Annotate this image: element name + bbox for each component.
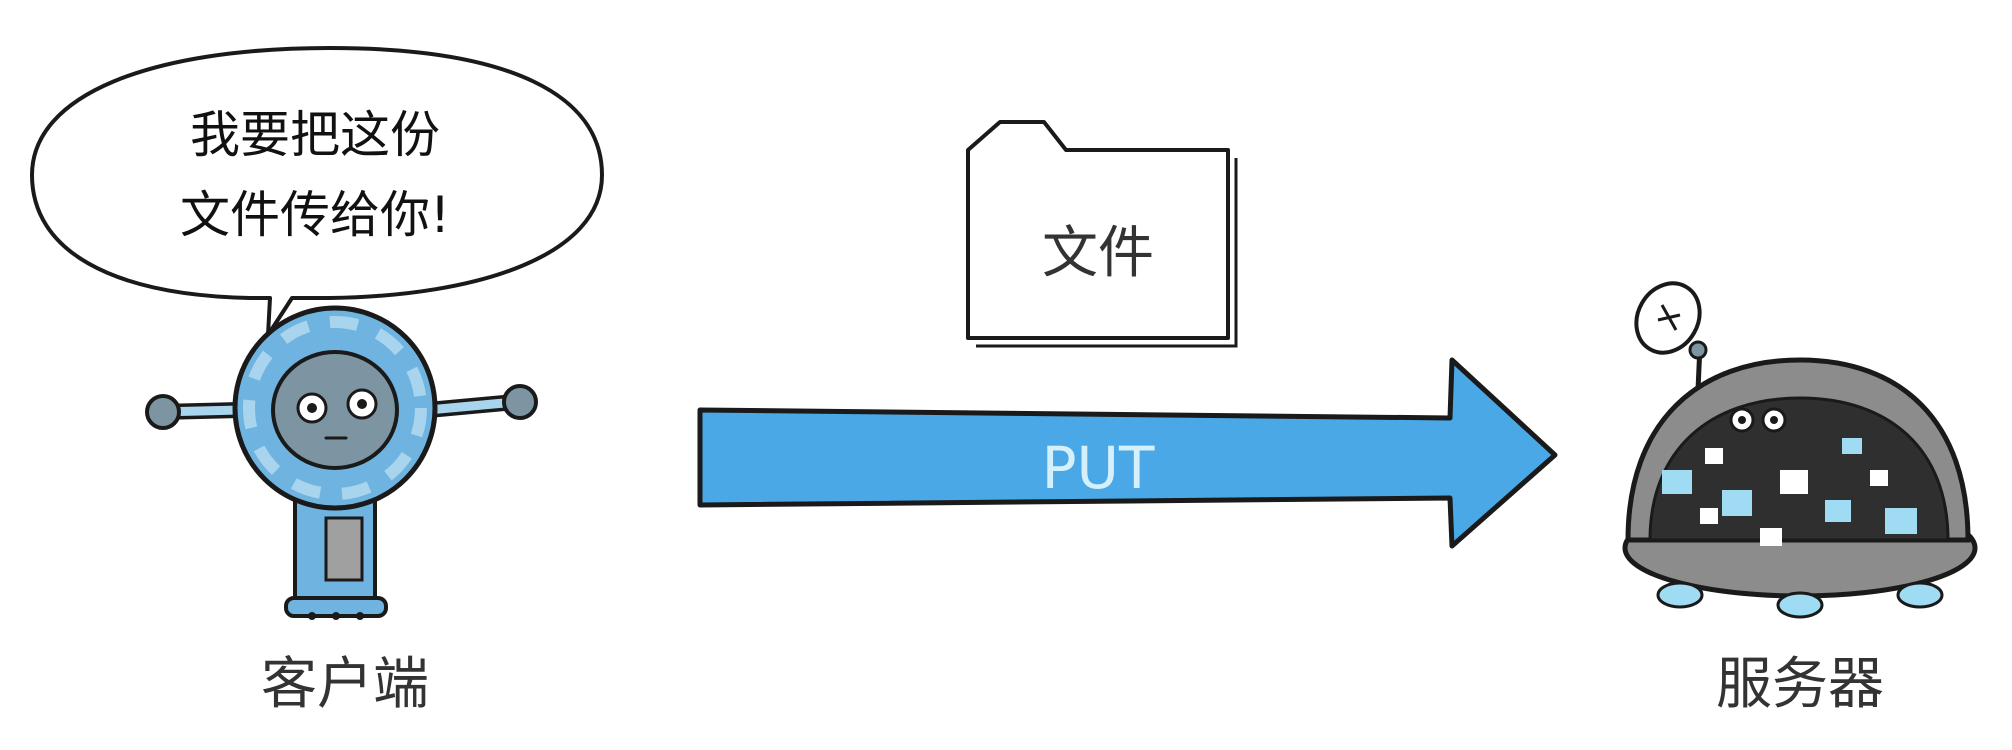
speech-bubble: 我要把这份 文件传给你! bbox=[30, 46, 604, 337]
file-label: 文件 bbox=[1042, 221, 1154, 286]
speech-line-1: 我要把这份 bbox=[190, 106, 440, 164]
server-label: 服务器 bbox=[1716, 652, 1884, 717]
put-label: PUT bbox=[1042, 434, 1155, 502]
client-label: 客户端 bbox=[261, 652, 429, 717]
server-robot-icon bbox=[1622, 281, 1978, 619]
put-arrow: PUT bbox=[697, 357, 1558, 549]
file-folder-icon: 文件 bbox=[966, 120, 1238, 348]
client-robot-icon bbox=[145, 305, 538, 620]
speech-line-2: 文件传给你! bbox=[180, 186, 450, 244]
